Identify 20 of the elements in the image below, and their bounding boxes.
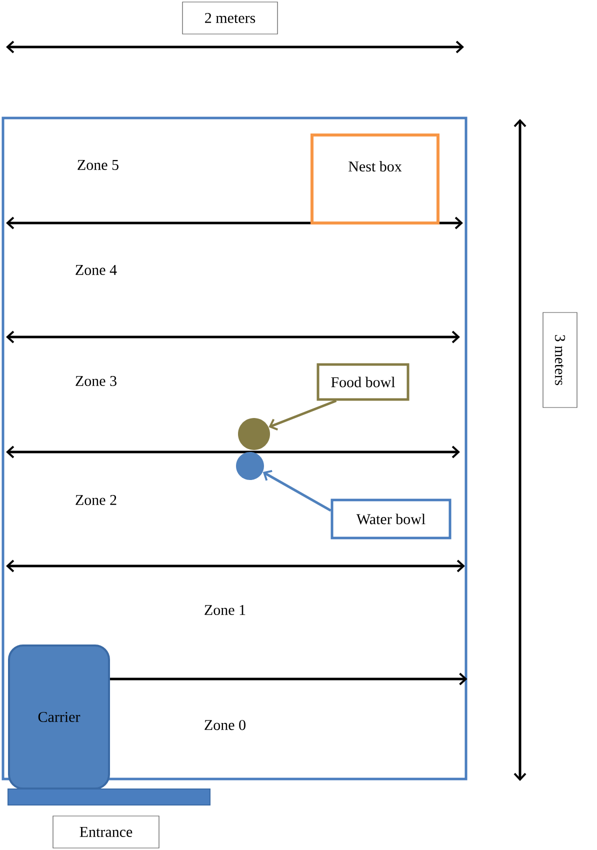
zone-label: Zone 4	[76, 265, 117, 275]
water-bowl	[236, 452, 264, 480]
carrier: Carrier	[8, 644, 110, 790]
arrow	[262, 470, 332, 512]
arrow	[110, 672, 468, 686]
zone-label: Zone 1	[204, 605, 246, 616]
zone-label: Zone 2	[76, 494, 116, 506]
arrow	[268, 400, 337, 430]
callout-box: Water bowl	[330, 498, 452, 540]
nest-box: Nest box	[310, 134, 440, 224]
dimension-label: 3 meters	[542, 312, 578, 408]
entrance-label: Entrance	[52, 816, 160, 848]
callout-box: Food bowl	[316, 363, 410, 401]
food-bowl	[238, 418, 270, 450]
zone-label: Zone 5	[78, 160, 118, 170]
zone-label: Zone 3	[76, 376, 116, 386]
zone-label: Zone 0	[204, 720, 246, 730]
dimension-label: 2 meters	[182, 2, 278, 34]
entrance-door	[8, 788, 210, 806]
enclosure-outline	[2, 116, 468, 780]
